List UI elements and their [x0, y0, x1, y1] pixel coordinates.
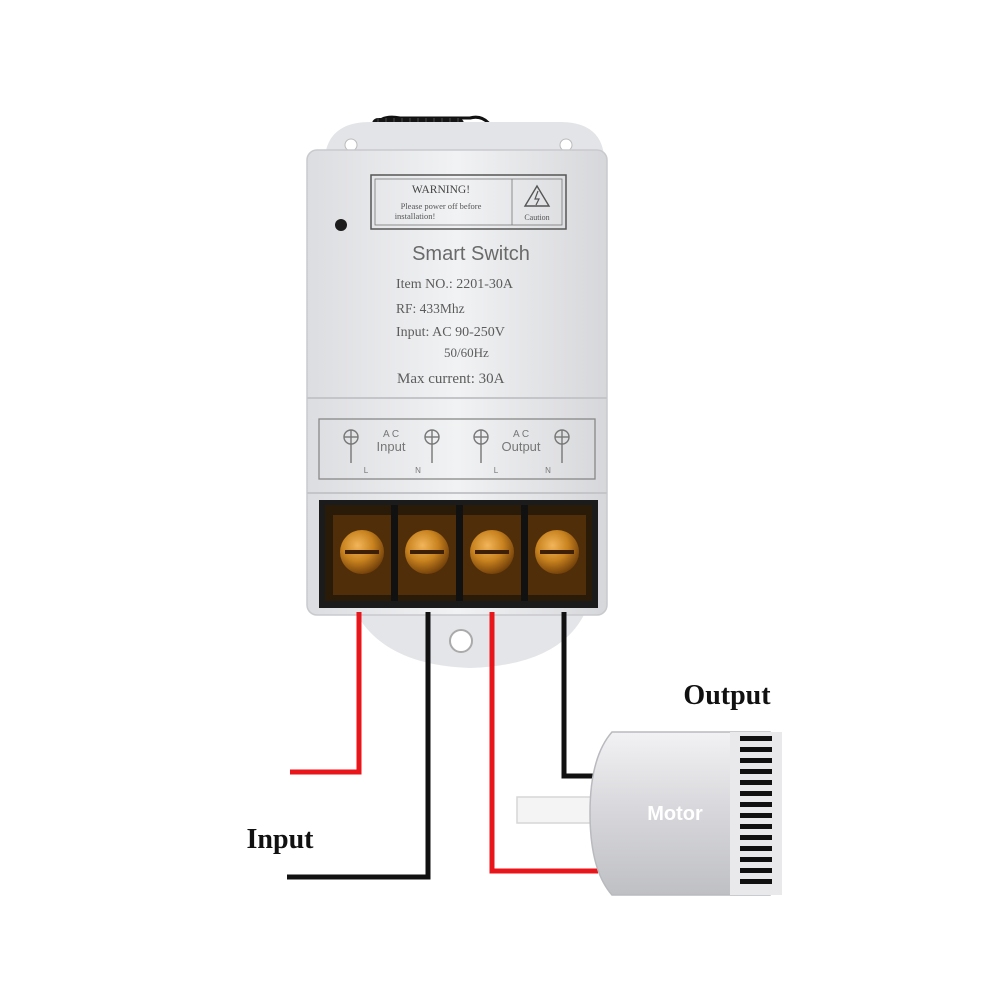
input-ac-label: A C: [383, 429, 399, 440]
terminal-block: [319, 500, 598, 608]
warning-line-2: installation!: [395, 211, 436, 221]
output-n-label: N: [545, 466, 551, 475]
motor-vent-slots: [740, 736, 772, 884]
screw-symbol-icon: [343, 429, 570, 463]
input-neutral-wire: [287, 612, 431, 880]
output-neutral-wire: [561, 612, 600, 779]
input-l-label: L: [364, 466, 369, 475]
terminal-label-panel: A C Input A C Output L N L N: [318, 418, 596, 480]
input-voltage: Input: AC 90-250V: [396, 325, 505, 340]
output-terminal-label: Output: [501, 439, 540, 454]
device-title: Smart Switch: [412, 243, 530, 265]
input-frequency: 50/60Hz: [444, 345, 489, 360]
mount-hole-bottom: [449, 629, 473, 653]
warning-line-1: Please power off before: [401, 201, 482, 211]
status-led: [335, 219, 347, 231]
output-label: Output: [683, 680, 771, 711]
input-terminal-label: Input: [377, 439, 406, 454]
terminal-screw-output-n: [528, 515, 586, 595]
warning-title: WARNING!: [412, 184, 470, 196]
terminal-screw-input-n: [398, 515, 456, 595]
input-live-wire: [290, 612, 362, 775]
caution-label: Caution: [524, 213, 549, 222]
output-live-wire: [489, 612, 598, 874]
lightning-warning-icon: [523, 184, 551, 207]
switch-housing: [306, 149, 608, 616]
motor: Motor: [516, 731, 782, 896]
rf-frequency: RF: 433Mhz: [396, 301, 465, 316]
input-label: Input: [247, 824, 315, 855]
output-ac-label: A C: [513, 429, 529, 440]
output-l-label: L: [494, 466, 499, 475]
warning-box: WARNING! Please power off before install…: [370, 174, 567, 230]
mount-hole-top-right: [559, 138, 573, 152]
mounting-ear-top: [325, 122, 604, 155]
mount-hole-top-left: [344, 138, 358, 152]
terminal-screw-output-l: [463, 515, 521, 595]
item-number: Item NO.: 2201-30A: [396, 277, 514, 292]
motor-label: Motor: [647, 803, 703, 825]
input-n-label: N: [415, 466, 421, 475]
max-current: Max current: 30A: [397, 371, 505, 387]
terminal-screw-input-l: [333, 515, 391, 595]
